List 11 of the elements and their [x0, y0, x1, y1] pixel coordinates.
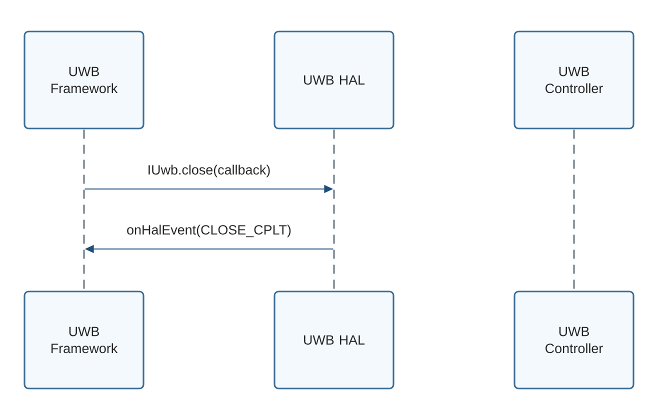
lifeline-box: UWB HAL: [274, 30, 394, 130]
lifeline-box: UWB Controller: [514, 290, 634, 390]
lifeline: [333, 130, 335, 290]
lifeline-box: UWB HAL: [274, 290, 394, 390]
lifeline-box: UWB Framework: [24, 290, 144, 390]
edge-label: IUwb.close(callback): [146, 163, 272, 179]
edge-label: onHalEvent(CLOSE_CPLT): [125, 223, 293, 239]
lifeline-box: UWB Framework: [24, 30, 144, 130]
lifeline: [573, 130, 575, 290]
lifeline: [83, 130, 85, 290]
lifeline-box: UWB Controller: [514, 30, 634, 130]
